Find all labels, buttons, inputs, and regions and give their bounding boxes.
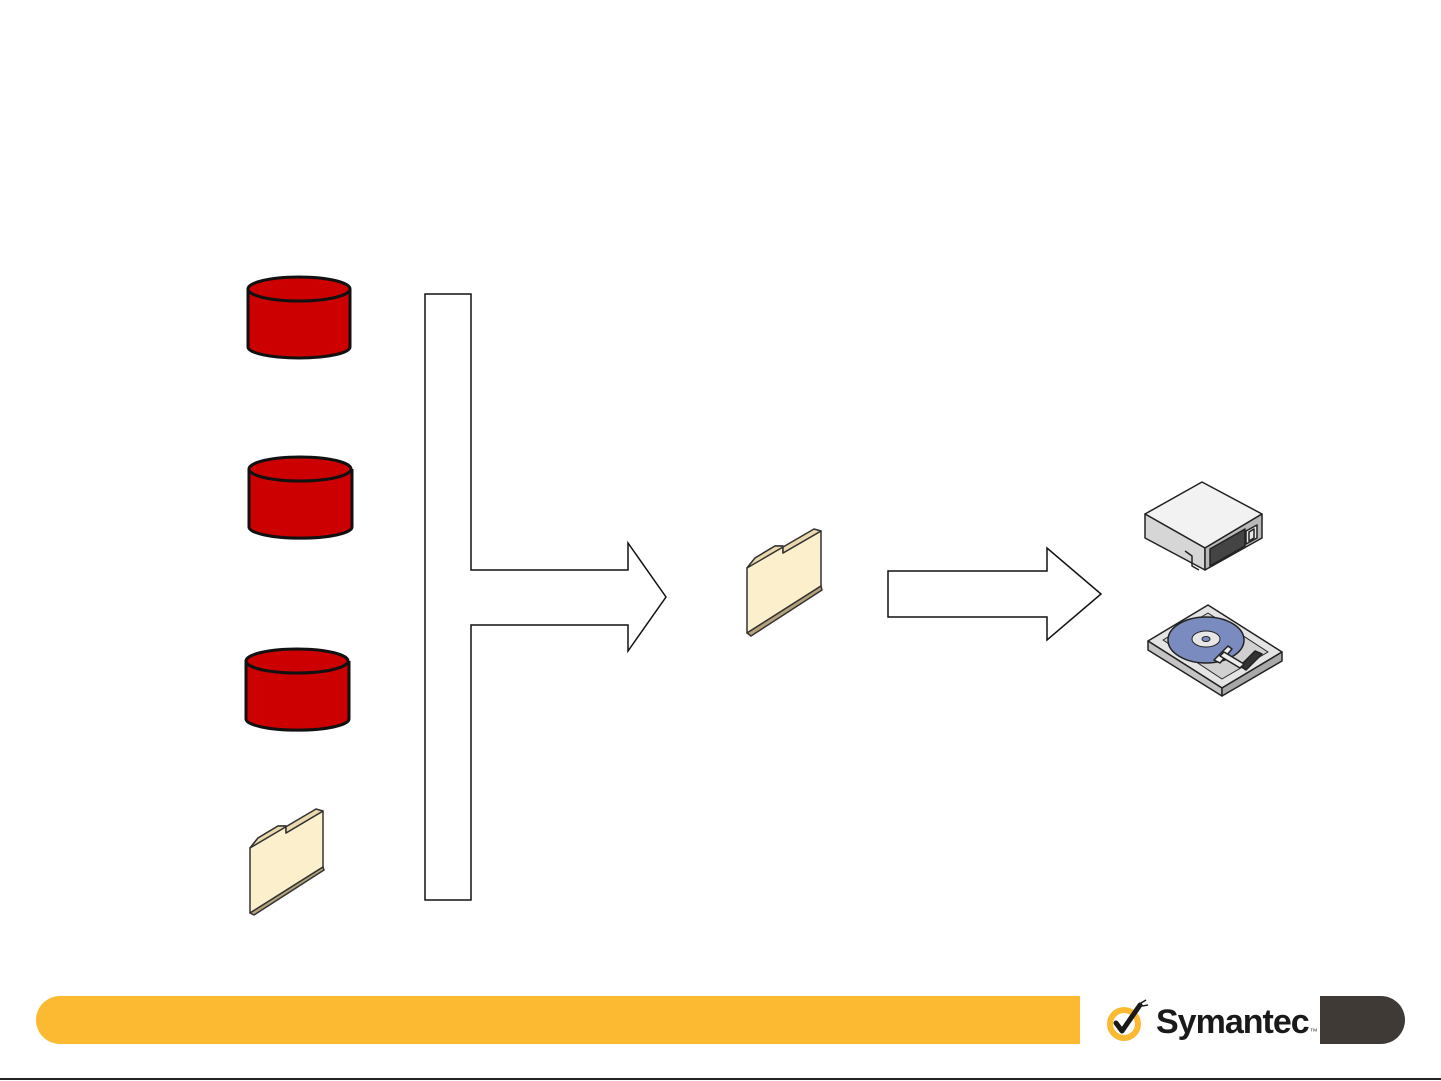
- tape-drive-icon: [1144, 481, 1263, 571]
- collector-arrow: [424, 293, 667, 901]
- database-icon: [247, 455, 354, 540]
- logo-text: Symantec: [1156, 1002, 1310, 1041]
- checkmark-logo-icon: [1107, 999, 1149, 1041]
- logo-trademark: ™: [1309, 1027, 1318, 1036]
- database-icon: [244, 647, 351, 732]
- bottom-rule: [0, 1078, 1441, 1080]
- folder-icon: [249, 808, 325, 916]
- hard-disk-icon: [1147, 604, 1283, 697]
- page-number-tab: [1320, 996, 1405, 1044]
- footer-bar: [36, 996, 1080, 1044]
- symantec-logo: Symantec ™: [1104, 999, 1318, 1044]
- database-icon: [246, 275, 352, 360]
- folder-icon: [746, 528, 823, 637]
- backup-arrow: [887, 546, 1103, 642]
